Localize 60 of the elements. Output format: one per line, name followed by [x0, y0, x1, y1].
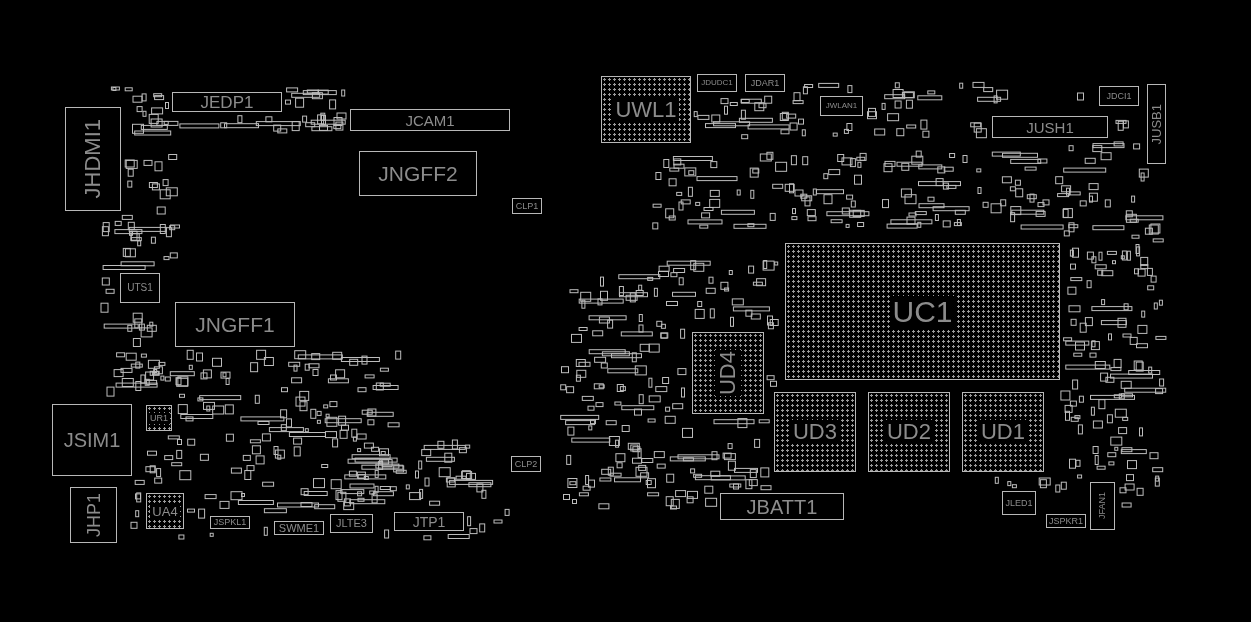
chip-footprint [146, 493, 184, 529]
reference-designator: JHDMI1 [82, 119, 104, 199]
reference-designator: JUSH1 [1026, 119, 1074, 135]
chip-footprint [146, 405, 172, 431]
reference-designator: JDUDC1 [701, 79, 733, 87]
reference-designator: UTS1 [127, 283, 153, 293]
component-outline [1002, 491, 1036, 515]
reference-designator: JWLAN1 [825, 102, 858, 110]
chip-footprint [868, 392, 950, 472]
component-outline [394, 512, 464, 531]
reference-designator: UWL1 [613, 97, 679, 122]
component-outline [1147, 84, 1166, 164]
component-outline [745, 74, 785, 92]
reference-designator: JDAR1 [750, 78, 780, 88]
reference-designator: JUSB1 [1150, 103, 1163, 145]
reference-designator: JLED1 [1005, 498, 1033, 508]
reference-designator: JSPKR1 [1049, 516, 1083, 526]
component-outline [65, 107, 121, 211]
reference-designator: JFAN1 [1098, 492, 1107, 520]
component-outline [52, 404, 132, 476]
chip-footprint [785, 243, 1060, 380]
component-outline [359, 151, 477, 196]
component-outline [1099, 86, 1139, 106]
reference-designator: UD1 [979, 420, 1027, 444]
component-outline [1090, 482, 1115, 530]
component-outline [330, 514, 373, 533]
reference-designator: UA4 [150, 503, 180, 519]
chip-footprint [601, 76, 691, 143]
chip-footprint [774, 392, 856, 472]
component-outline [720, 493, 844, 520]
component-outline [175, 302, 295, 347]
reference-designator: JSPKL1 [213, 518, 247, 527]
reference-designator: UD3 [791, 420, 839, 444]
reference-designator: CLP2 [514, 459, 538, 469]
reference-designator: SWME1 [278, 522, 320, 534]
reference-designator: JNGFF2 [378, 163, 458, 184]
component-outline [274, 521, 324, 535]
reference-designator: UC1 [890, 295, 955, 328]
component-outline [350, 109, 510, 131]
component-outline [70, 487, 117, 543]
reference-designator: JSIM1 [63, 430, 121, 450]
reference-designator: JDCI1 [1106, 91, 1132, 101]
chip-footprint [962, 392, 1044, 472]
reference-designator: CLP1 [515, 201, 539, 211]
reference-designator: JBATT1 [746, 496, 818, 517]
component-outline [172, 92, 282, 112]
reference-designator: JHP1 [84, 493, 103, 537]
reference-designator: UD4 [715, 350, 741, 396]
component-outline [820, 96, 863, 116]
reference-designator: JNGFF1 [195, 314, 275, 335]
component-outline [992, 116, 1108, 138]
chip-footprint [692, 332, 764, 414]
component-outline [120, 273, 160, 303]
component-outline [697, 74, 737, 92]
reference-designator: JTP1 [412, 514, 446, 529]
reference-designator: JEDP1 [200, 93, 254, 111]
reference-designator: UD2 [885, 420, 933, 444]
reference-designator: UR1 [148, 412, 170, 424]
reference-designator: JLTE3 [336, 518, 367, 529]
reference-designator: JCAM1 [405, 112, 455, 128]
